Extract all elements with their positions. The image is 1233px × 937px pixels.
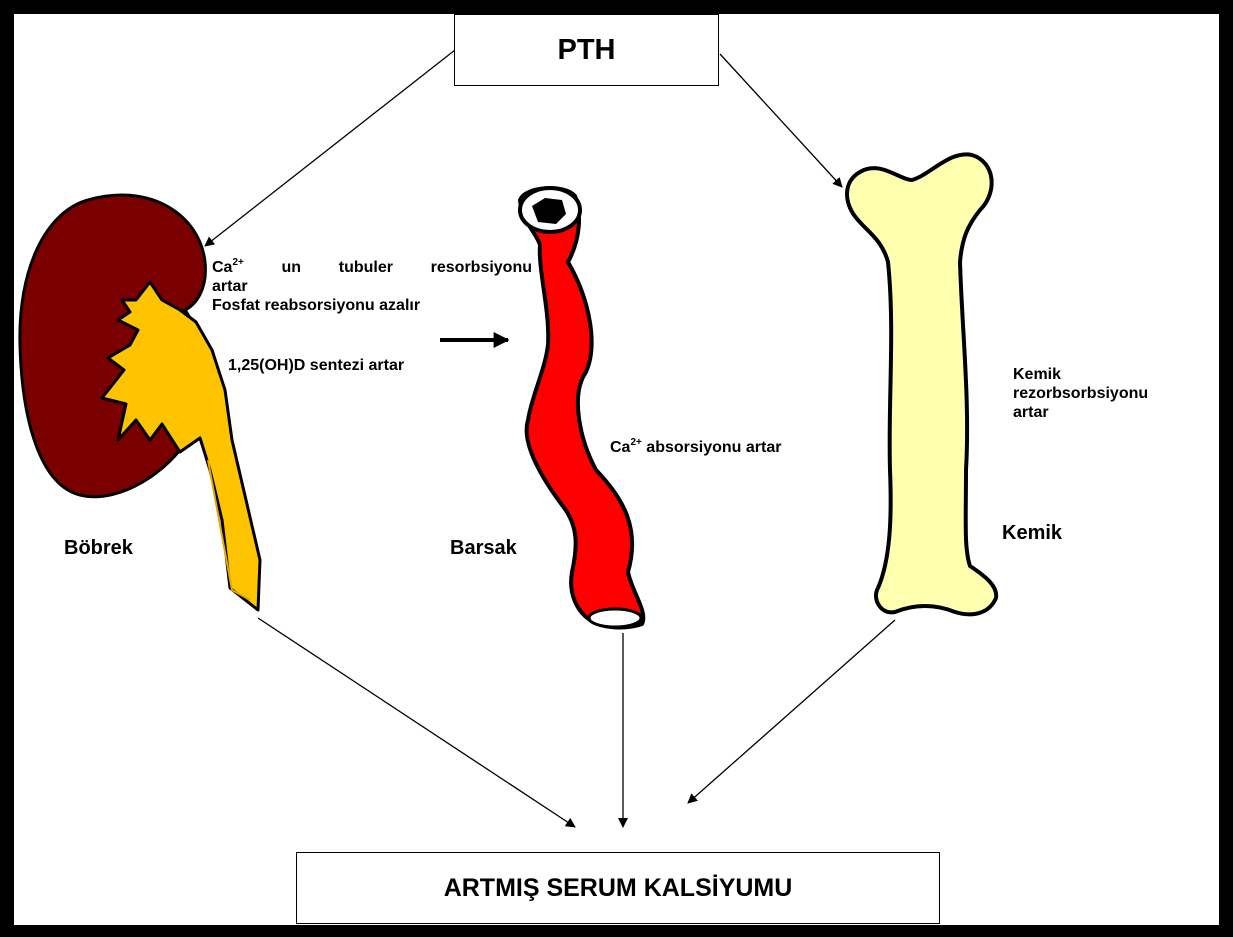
kidney-effect-vitamin-d: 1,25(OH)D sentezi artar [228,356,404,375]
bone-label: Kemik [1002,522,1062,545]
bone-icon [847,154,996,614]
kidney-label: Böbrek [64,537,133,560]
kidney-effect-calcium: Ca2+ un tubuler resorbsiyonu artar Fosfa… [212,258,532,315]
arrow-kidney-to-result [258,618,575,827]
intestine-effect-text: absorsiyonu artar [642,439,782,456]
arrow-pth-to-bone [720,54,842,187]
kidney-effect-calcium-cont: artar [212,277,532,296]
kidney-effect-word-2: tubuler [339,258,393,277]
bone-effect: Kemik rezorbsorbsiyonu artar [1013,365,1148,422]
bone-effect-line-1: Kemik [1013,365,1148,384]
pth-box: PTH [454,14,719,86]
bone-effect-line-2: rezorbsorbsiyonu [1013,384,1148,403]
result-label: ARTMIŞ SERUM KALSİYUMU [444,874,793,903]
kidney-effect-word-1: un [282,258,302,277]
bone-effect-line-3: artar [1013,403,1148,422]
intestine-effect-ca-prefix: Ca [610,439,630,456]
arrow-pth-to-kidney [205,50,455,246]
kidney-effect-ca-sup: 2+ [232,257,243,268]
arrow-bone-to-result [688,620,895,803]
kidney-effect-word-3: resorbsiyonu [431,258,532,277]
kidney-effect-ca-prefix: Ca [212,259,232,276]
result-box: ARTMIŞ SERUM KALSİYUMU [296,852,940,924]
intestine-icon [520,188,643,627]
pth-label: PTH [558,34,616,67]
intestine-effect: Ca2+ absorsiyonu artar [610,438,781,457]
kidney-effect-phosphate: Fosfat reabsorsiyonu azalır [212,296,532,315]
intestine-effect-ca-sup: 2+ [630,437,641,448]
intestine-label: Barsak [450,537,517,560]
